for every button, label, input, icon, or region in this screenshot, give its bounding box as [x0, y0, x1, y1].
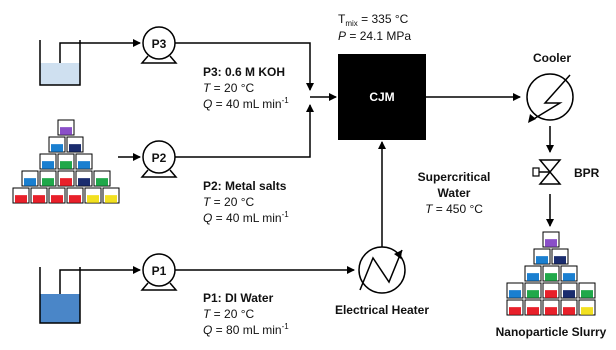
supercritical-temperature: T = 450 °C: [425, 202, 483, 216]
product-vial: [542, 231, 560, 248]
p1-title: P1: DI Water: [203, 291, 274, 305]
salts-vial: [57, 119, 75, 136]
pump-p3-id: P3: [152, 37, 167, 51]
salts-vial: [66, 187, 84, 204]
pump-p2: P2: [140, 140, 178, 178]
salts-vial: [66, 136, 84, 153]
supercritical-label: Supercritical Water T = 450 °C: [418, 170, 491, 216]
salts-vial: [84, 187, 102, 204]
cjm-mixer: CJM: [338, 54, 426, 140]
salts-vial: [39, 170, 57, 187]
p3-conditions: P3: 0.6 M KOH T = 20 °C Q = 40 mL min-1: [203, 65, 289, 111]
product-vial: [506, 282, 524, 299]
bpr-valve: BPR: [532, 159, 600, 185]
product-vial: [533, 248, 551, 265]
mix-pressure: P = 24.1 MPa: [338, 29, 411, 43]
p2-flow: Q = 40 mL min-1: [203, 210, 289, 225]
product-vial: [560, 282, 578, 299]
p1-flow: Q = 80 mL min-1: [203, 322, 289, 337]
product-vial: [542, 282, 560, 299]
product-vial: [524, 282, 542, 299]
cjm-label: CJM: [369, 90, 394, 104]
product-vial: [542, 265, 560, 282]
salts-vial: [57, 170, 75, 187]
product-vial: [524, 265, 542, 282]
metal-salts-vials: [12, 119, 120, 204]
p2-title: P2: Metal salts: [203, 179, 287, 193]
product-vials: [506, 231, 596, 316]
product-vial: [578, 282, 596, 299]
heater-label: Electrical Heater: [335, 303, 429, 317]
cooler-label: Cooler: [533, 51, 571, 65]
pump-p1-id: P1: [152, 264, 167, 278]
salts-vial: [39, 153, 57, 170]
salts-vial: [48, 136, 66, 153]
product-vial: [560, 299, 578, 316]
product-vial: [542, 299, 560, 316]
supercritical-line1: Supercritical: [418, 170, 491, 184]
salts-vial: [75, 153, 93, 170]
product-vial: [578, 299, 596, 316]
p3-title: P3: 0.6 M KOH: [203, 65, 285, 79]
product-label: Nanoparticle Slurry: [496, 325, 607, 339]
p3-outlet-line: [174, 42, 314, 91]
electrical-heater: Electrical Heater: [335, 246, 429, 317]
salts-vial: [21, 170, 39, 187]
product-vial: [524, 299, 542, 316]
p2-temperature: T = 20 °C: [203, 195, 255, 209]
mix-conditions: Tmix = 335 °C P = 24.1 MPa: [338, 12, 411, 43]
salts-vial: [93, 170, 111, 187]
product-vial: [506, 299, 524, 316]
salts-vial: [75, 170, 93, 187]
p2-conditions: P2: Metal salts T = 20 °C Q = 40 mL min-…: [203, 179, 289, 225]
p3-temperature: T = 20 °C: [203, 81, 255, 95]
pump-p1: P1: [140, 253, 178, 291]
p2-outlet-line: [174, 104, 314, 158]
salts-vial: [12, 187, 30, 204]
supercritical-line2: Water: [438, 186, 471, 200]
salts-vial: [30, 187, 48, 204]
bpr-label: BPR: [574, 166, 600, 180]
cooler: Cooler: [526, 51, 574, 123]
koh-tank: [39, 40, 81, 86]
koh-feed-line: [59, 39, 141, 79]
feed-lines: [59, 39, 554, 313]
product-vial: [560, 265, 578, 282]
mix-temperature: Tmix = 335 °C: [338, 12, 409, 28]
pump-p3: P3: [140, 26, 178, 64]
p1-conditions: P1: DI Water T = 20 °C Q = 80 mL min-1: [203, 291, 289, 337]
salts-vial: [57, 153, 75, 170]
p1-temperature: T = 20 °C: [203, 307, 255, 321]
water-feed-line: [59, 266, 141, 313]
product-vial: [551, 248, 569, 265]
salts-vial: [48, 187, 66, 204]
p3-flow: Q = 40 mL min-1: [203, 96, 289, 111]
water-tank: [39, 267, 81, 324]
salts-vial: [102, 187, 120, 204]
pump-p2-id: P2: [152, 151, 167, 165]
